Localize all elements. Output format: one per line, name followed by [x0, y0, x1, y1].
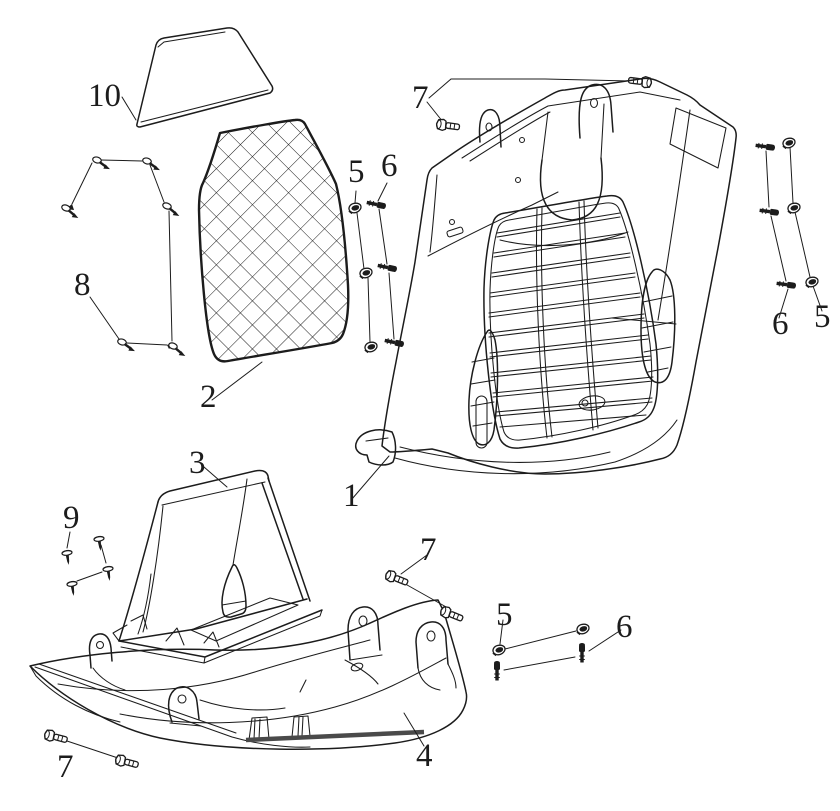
part-mesh-mat — [197, 118, 350, 363]
hex-bolt-icon — [42, 728, 70, 746]
callout-labels: 10 8 2 5 6 7 6 5 1 3 9 7 5 6 4 7 — [57, 78, 831, 785]
callout-9: 9 — [63, 500, 80, 536]
callout-7-bottom-left: 7 — [57, 749, 74, 785]
callout-1: 1 — [343, 478, 360, 514]
bolt-pair-middle — [383, 554, 466, 625]
leader-lines — [66, 159, 175, 349]
callout-5-bottom: 5 — [496, 597, 513, 633]
small-bolt-icon — [365, 198, 387, 210]
nut-clip-icon — [576, 623, 590, 636]
pan-screw-icon — [102, 565, 116, 583]
callout-10: 10 — [88, 78, 121, 114]
nut-clip-icon — [782, 137, 796, 150]
callout-6-right: 6 — [772, 306, 789, 342]
nut-clip-icon — [787, 202, 801, 215]
flat-screw-icon — [159, 200, 184, 219]
part-windshield-panel — [136, 27, 274, 128]
pan-screw-icon — [66, 580, 80, 598]
callout-8: 8 — [74, 267, 91, 303]
fastener-columns-left — [348, 182, 405, 354]
bolt-pair-bottom-left — [42, 728, 141, 771]
nut-clip-icon — [359, 267, 373, 280]
bolt-pair-top — [426, 74, 653, 134]
nut-clip-icon — [805, 276, 819, 289]
small-bolt-icon — [578, 642, 586, 663]
part-front-panel — [355, 77, 737, 475]
small-bolt-icon — [775, 279, 797, 290]
flat-screw-icon — [114, 336, 139, 354]
pan-screw-icon — [61, 549, 75, 567]
leader-lines — [121, 96, 425, 747]
hex-bolt-icon — [627, 74, 653, 90]
nut-clip-icon — [364, 341, 378, 354]
callout-6-bottom: 6 — [616, 609, 633, 645]
nut-clip-icon — [492, 644, 506, 657]
flat-screw-icon — [165, 340, 190, 359]
part-screw-set-upper-left — [58, 154, 190, 359]
part-screw-set-left — [61, 531, 116, 598]
nut-clip-icon — [348, 202, 362, 215]
callout-2: 2 — [200, 379, 217, 415]
callout-5-left: 5 — [348, 154, 365, 190]
fastener-columns-right — [754, 137, 823, 319]
flat-screw-icon — [89, 154, 114, 172]
part-lower-panel — [29, 599, 468, 750]
hex-bolt-icon — [383, 568, 411, 589]
callout-7-middle: 7 — [420, 532, 437, 568]
hex-bolt-icon — [113, 753, 141, 771]
hex-bolt-icon — [438, 604, 466, 625]
small-bolt-icon — [754, 141, 776, 152]
part-storage-box — [112, 469, 323, 664]
fastener-pairs-bottom-right — [492, 619, 622, 681]
small-bolt-icon — [758, 206, 780, 217]
callout-3: 3 — [189, 445, 206, 481]
callout-6-left: 6 — [381, 148, 398, 184]
pan-screw-icon — [93, 535, 107, 553]
callout-7-top: 7 — [412, 80, 429, 116]
callout-5-right: 5 — [814, 299, 831, 335]
hex-bolt-icon — [435, 117, 461, 134]
small-bolt-icon — [493, 660, 501, 681]
callout-4: 4 — [416, 738, 433, 774]
